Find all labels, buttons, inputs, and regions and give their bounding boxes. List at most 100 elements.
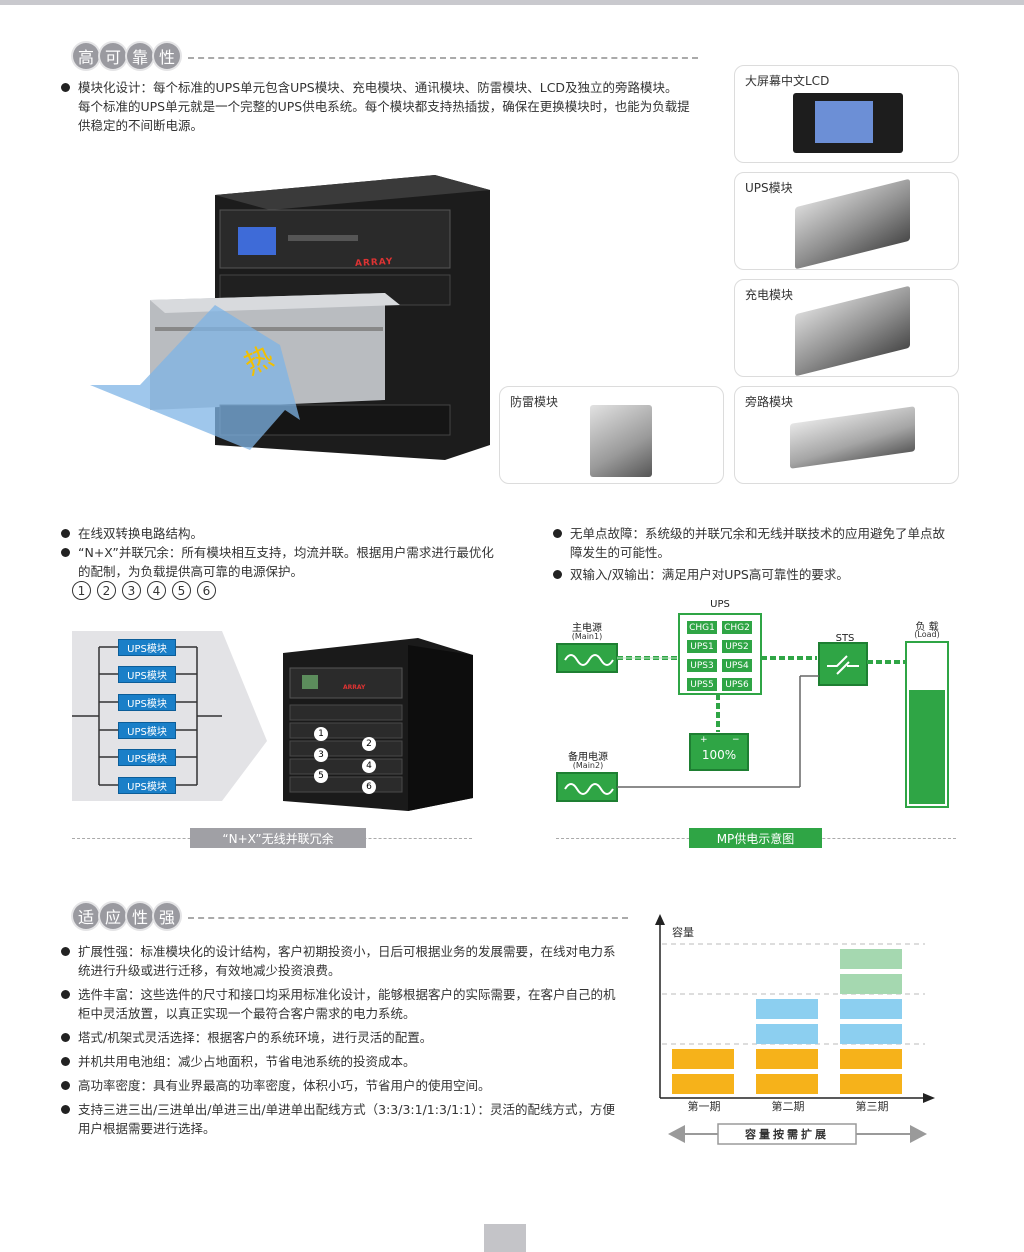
ups-module-image — [795, 178, 910, 270]
ups-cabinet-front — [283, 638, 473, 811]
title-char: 靠 — [127, 43, 153, 69]
sts-label: STS — [835, 633, 855, 644]
battery-minus: − — [732, 735, 740, 745]
ups-module-box: UPS模块 — [118, 639, 176, 656]
main-power-label: 主电源 — [572, 623, 602, 634]
ups-module-box: UPS模块 — [118, 749, 176, 766]
redundancy-caption: “N+X”无线并联冗余 — [190, 828, 366, 848]
number-badge: 1 — [72, 581, 91, 600]
surge-module-card-label: 防雷模块 — [510, 395, 559, 409]
slot-number: 2 — [362, 737, 376, 751]
backup-power-label: 备用电源 — [568, 752, 608, 763]
chart-category: 第三期 — [855, 1100, 889, 1113]
chg1-cell: CHG1 — [686, 620, 718, 635]
bullet-item: 塔式/机架式灵活选择：根据客户的系统环境，进行灵活的配置。 — [60, 1028, 620, 1047]
chart-bar-segment — [840, 974, 902, 994]
cabinet-brand: ARRAY — [343, 684, 366, 691]
title-char: 性 — [127, 903, 153, 929]
bullets-right: 无单点故障：系统级的并联冗余和无线并联技术的应用避免了单点故障发生的可能性。 双… — [552, 524, 952, 589]
bullet-item: 高功率密度：具有业界最高的功率密度，体积小巧，节省用户的使用空间。 — [60, 1076, 620, 1095]
title-char: 强 — [154, 903, 180, 929]
number-badge: 3 — [122, 581, 141, 600]
chart-bar-segment — [840, 1074, 902, 1094]
section2-title: 适 应 性 强 — [73, 903, 181, 929]
section2-bullets: 扩展性强：标准模块化的设计结构，客户初期投资小，日后可根据业务的发展需要，在线对… — [60, 942, 620, 1143]
intro-text: 模块化设计：每个标准的UPS单元包含UPS模块、充电模块、通讯模块、防雷模块、L… — [60, 78, 690, 135]
chart-bar-segment — [756, 1024, 818, 1044]
bullet-item: “N+X”并联冗余：所有模块相互支持，均流并联。根据用户需求进行最优化的配制，为… — [60, 543, 500, 581]
chart-category: 第二期 — [771, 1100, 805, 1113]
ups4-cell: UPS4 — [721, 658, 753, 673]
number-badge: 2 — [97, 581, 116, 600]
page-number-tab — [484, 1224, 526, 1252]
slot-number: 5 — [314, 769, 328, 783]
ups-module-box: UPS模块 — [118, 666, 176, 683]
title-char: 高 — [73, 43, 99, 69]
mp-diagram-lines — [556, 613, 949, 808]
chart-bar-segment — [840, 949, 902, 969]
slot-number: 1 — [314, 727, 328, 741]
battery-plus: + — [700, 735, 708, 745]
ups2-cell: UPS2 — [721, 639, 753, 654]
ups-title: UPS — [710, 599, 730, 610]
ups1-cell: UPS1 — [686, 639, 718, 654]
ups-module-card-label: UPS模块 — [745, 181, 793, 195]
lcd-image — [793, 93, 903, 153]
chart-bar-segment — [756, 1074, 818, 1094]
load-label: 负 载 — [915, 622, 939, 633]
charger-module-card-label: 充电模块 — [745, 288, 794, 302]
surge-module-image — [590, 405, 652, 477]
chg2-cell: CHG2 — [721, 620, 753, 635]
ups-module-box: UPS模块 — [118, 694, 176, 711]
zoom-wedge — [222, 631, 267, 801]
ups6-cell: UPS6 — [721, 677, 753, 692]
ups-module-box: UPS模块 — [118, 777, 176, 794]
main-power-sub: (Main1) — [571, 632, 603, 641]
capacity-chart — [655, 914, 935, 1145]
bullet-item: 无单点故障：系统级的并联冗余和无线并联技术的应用避免了单点故障发生的可能性。 — [552, 524, 952, 562]
chart-bar-segment — [756, 999, 818, 1019]
slot-number: 6 — [362, 780, 376, 794]
ups-module-box: UPS模块 — [118, 722, 176, 739]
top-border — [0, 0, 1024, 5]
chart-bar-segment — [840, 1024, 902, 1044]
redundancy-diagram — [72, 631, 222, 801]
bypass-module-card: 旁路模块 — [734, 386, 959, 484]
backup-power-sub: (Main2) — [572, 761, 604, 770]
section1-divider — [188, 57, 698, 59]
slot-number: 3 — [314, 748, 328, 762]
number-badge: 6 — [197, 581, 216, 600]
mp-caption: MP供电示意图 — [689, 828, 822, 848]
charger-module-card: 充电模块 — [734, 279, 959, 377]
section2-divider — [188, 917, 628, 919]
number-badge: 4 — [147, 581, 166, 600]
bullet-item: 支持三进三出/三进单出/单进三出/单进单出配线方式（3:3/3:1/1:3/1:… — [60, 1100, 620, 1138]
section1-intro: 模块化设计：每个标准的UPS单元包含UPS模块、充电模块、通讯模块、防雷模块、L… — [60, 78, 690, 140]
bypass-module-image — [790, 406, 915, 469]
slot-number: 4 — [362, 759, 376, 773]
title-char: 可 — [100, 43, 126, 69]
number-row: 1 2 3 4 5 6 — [72, 581, 216, 600]
bullets-left: 在线双转换电路结构。 “N+X”并联冗余：所有模块相互支持，均流并联。根据用户需… — [60, 524, 500, 586]
surge-module-card: 防雷模块 — [499, 386, 724, 484]
load-level-fill — [909, 690, 945, 804]
chart-bar-segment — [672, 1074, 734, 1094]
hero-ups-cabinet: 热 — [90, 175, 490, 460]
number-badge: 5 — [172, 581, 191, 600]
chart-footer: 容量按需扩展 — [745, 1128, 829, 1141]
charger-module-image — [795, 285, 910, 377]
hero-brand: ARRAY — [354, 257, 394, 269]
load-sub: (Load) — [914, 630, 940, 639]
chart-bar-segment — [840, 999, 902, 1019]
title-char: 性 — [154, 43, 180, 69]
chart-bar-segment — [840, 1049, 902, 1069]
bullet-item: 并机共用电池组：减少占地面积，节省电池系统的投资成本。 — [60, 1052, 620, 1071]
bypass-module-card-label: 旁路模块 — [745, 395, 794, 409]
bullet-item: 选件丰富：这些选件的尺寸和接口均采用标准化设计，能够根据客户的实际需要，在客户自… — [60, 985, 620, 1023]
title-char: 适 — [73, 903, 99, 929]
section1-title: 高 可 靠 性 — [73, 43, 181, 69]
bullet-item: 扩展性强：标准模块化的设计结构，客户初期投资小，日后可根据业务的发展需要，在线对… — [60, 942, 620, 980]
chart-bar-segment — [672, 1049, 734, 1069]
lcd-card: 大屏幕中文LCD — [734, 65, 959, 163]
chart-bar-segment — [756, 1049, 818, 1069]
